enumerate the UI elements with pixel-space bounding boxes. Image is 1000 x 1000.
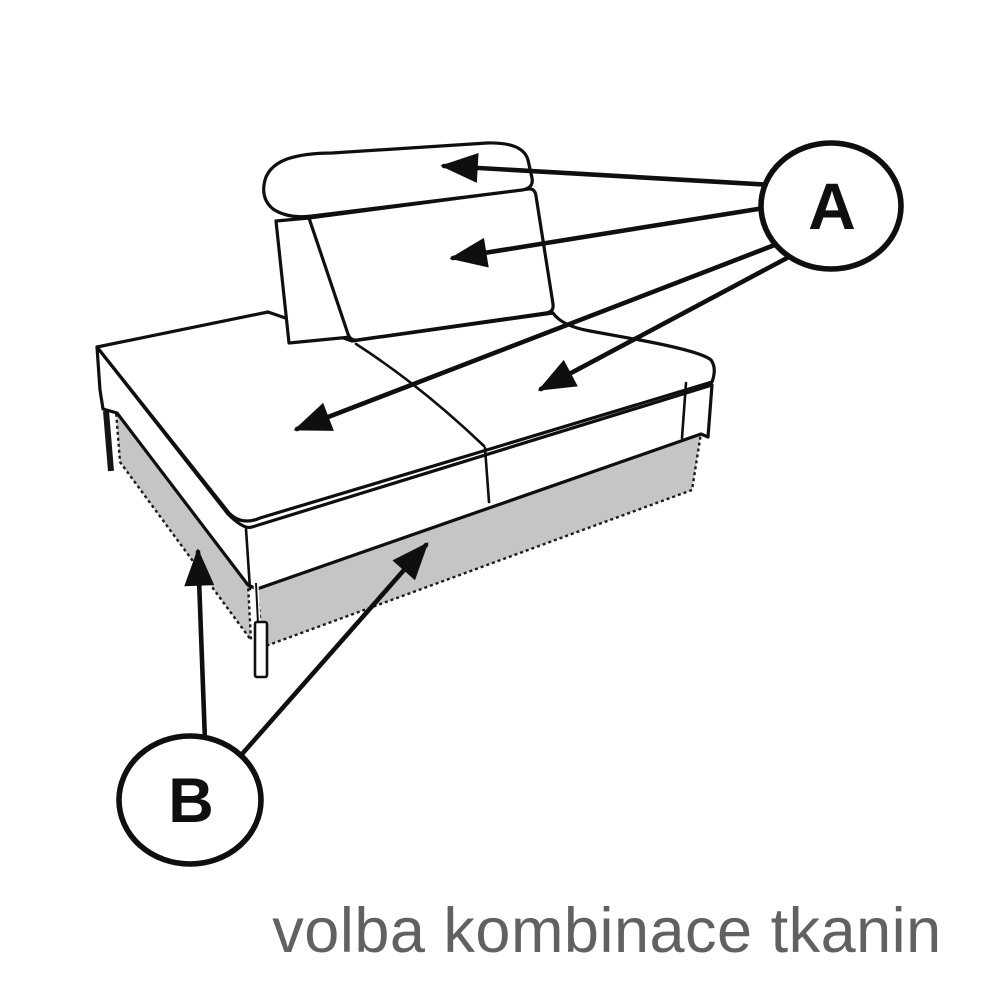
- arrow-a-to-left-cushion: [293, 233, 801, 432]
- caption-text: volba kombinace tkanin: [272, 896, 941, 966]
- front-corner-crease: [244, 527, 252, 591]
- label-b-text: B: [168, 766, 214, 836]
- sofa-front-leg: [253, 620, 269, 679]
- cushion-divider-top: [354, 342, 486, 448]
- arrow-b-to-base-left: [184, 548, 215, 771]
- label-a-text: A: [808, 169, 856, 243]
- label-b-circle: [116, 733, 264, 867]
- seat-front-face: [95, 345, 714, 591]
- arrow-a-to-backrest: [449, 200, 798, 268]
- callout-b-arrows: [184, 542, 429, 773]
- arrow-a-to-right-cushion: [537, 247, 805, 392]
- label-a-circle: [758, 140, 904, 272]
- arrow-a-to-headrest: [440, 152, 793, 189]
- right-corner-crease: [680, 381, 688, 440]
- backrest-panel: [307, 187, 555, 342]
- sofa-drawing: [95, 141, 716, 679]
- base-corner-seam: [255, 582, 259, 625]
- arrow-b-to-base-front: [225, 542, 429, 773]
- sofa-left-leg: [103, 410, 114, 472]
- label-a-badge: A: [758, 140, 904, 272]
- label-b-badge: B: [116, 733, 264, 867]
- callout-a-arrows: [293, 152, 805, 432]
- cushion-divider-front: [483, 446, 491, 504]
